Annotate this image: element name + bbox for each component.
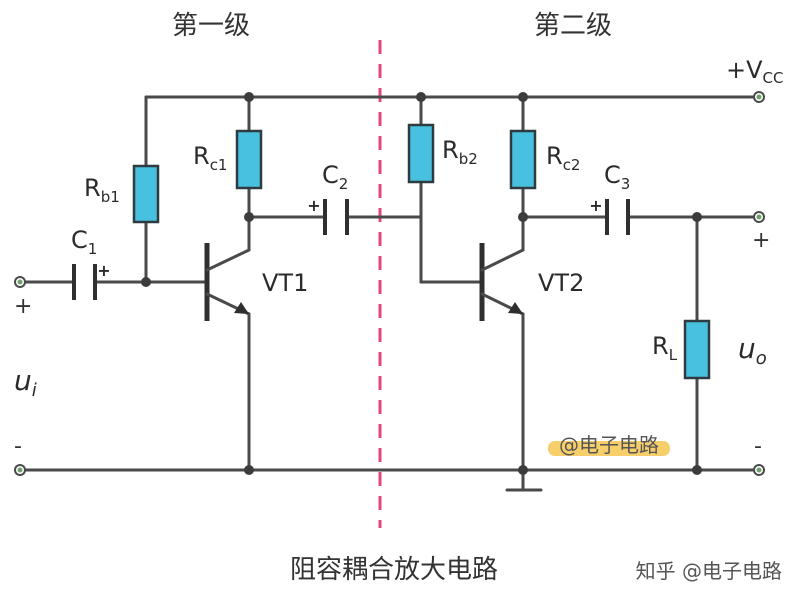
resistor-rb1 [132,164,160,224]
watermark-center: @电子电路 [559,433,659,457]
resistor-rc2 [509,129,537,190]
transistor-vt2 [479,243,525,321]
vt1-label: VT1 [262,269,308,297]
input-minus: - [14,434,22,459]
transistor-vt1 [204,243,251,321]
output-plus: + [752,228,770,253]
resistor-rl [683,319,711,380]
c3-label: C3 [604,161,630,193]
resistor-rb2 [407,123,435,184]
watermark-corner: 知乎 @电子电路 [636,559,782,583]
rb1-label: Rb1 [84,174,120,206]
supply-label: +VCC [726,56,783,87]
junctions [141,92,702,475]
rl-label: RL [652,332,678,364]
c1-label: C1 [71,226,97,258]
c2-label: C2 [322,161,348,193]
watermark-highlight [548,441,670,456]
terminals [14,91,765,476]
stage-two-title: 第二级 [534,11,612,41]
c3-polarity: + [589,196,602,215]
capacitor-c1 [72,264,97,300]
stage-one-title: 第一级 [172,11,250,41]
output-label: uo [738,332,767,369]
wires [18,95,759,492]
rb2-label: Rb2 [442,136,478,168]
resistor-rc1 [235,129,263,190]
input-plus: + [14,294,32,319]
rc1-label: Rc1 [193,142,227,174]
c1-polarity: + [97,261,110,280]
output-minus: - [754,434,762,459]
vt2-label: VT2 [538,269,584,297]
diagram-caption: 阻容耦合放大电路 [290,555,498,585]
rc2-label: Rc2 [546,142,580,174]
capacitor-c3 [605,199,630,235]
capacitor-c2 [323,199,349,235]
input-label: ui [14,364,37,401]
c2-polarity: + [307,196,320,215]
